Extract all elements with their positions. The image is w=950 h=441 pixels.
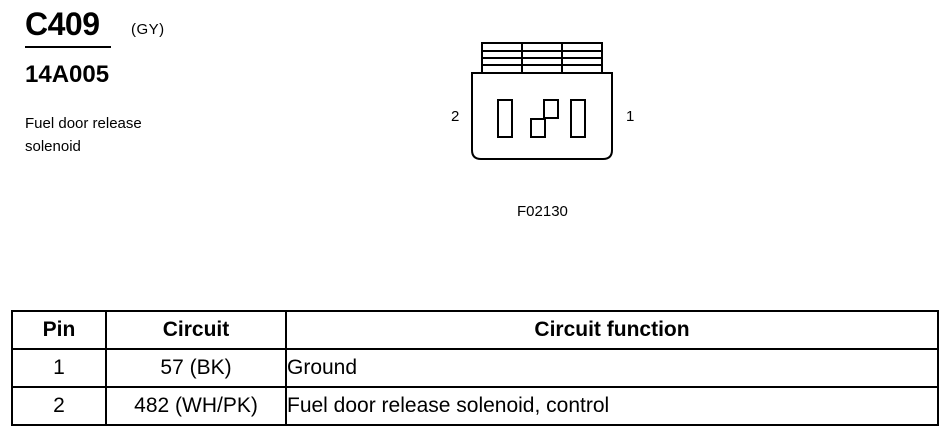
cell-pin: 2 <box>11 386 107 426</box>
connector-color-code: (GY) <box>131 21 165 38</box>
cell-circuit-function: Ground <box>285 348 939 388</box>
table-header-row: Pin Circuit Circuit function <box>11 310 939 350</box>
table-row: 2 482 (WH/PK) Fuel door release solenoid… <box>11 386 939 426</box>
center-key-cavity <box>530 99 559 138</box>
table-row: 1 57 (BK) Ground <box>11 348 939 388</box>
connector-face-diagram <box>471 42 613 160</box>
connector-body <box>471 72 613 160</box>
cell-circuit: 482 (WH/PK) <box>105 386 287 426</box>
header-pin: Pin <box>11 310 107 350</box>
description-line-2: solenoid <box>25 138 81 155</box>
pin-2-label: 2 <box>451 108 460 125</box>
connector-description: Fuel door release solenoid <box>25 112 195 158</box>
part-number: 14A005 <box>25 61 110 88</box>
pin-1-terminal <box>570 99 586 138</box>
pin-table: Pin Circuit Circuit function 1 57 (BK) G… <box>11 310 939 426</box>
description-line-1: Fuel door release <box>25 115 142 132</box>
cell-pin: 1 <box>11 348 107 388</box>
pin-1-label: 1 <box>626 108 635 125</box>
pin-2-terminal <box>497 99 513 138</box>
header-circuit: Circuit <box>105 310 287 350</box>
figure-code: F02130 <box>517 203 568 220</box>
cell-circuit-function: Fuel door release solenoid, control <box>285 386 939 426</box>
title-underline <box>25 46 111 48</box>
connector-id: C409 <box>25 6 100 42</box>
header-circuit-function: Circuit function <box>285 310 939 350</box>
cell-circuit: 57 (BK) <box>105 348 287 388</box>
